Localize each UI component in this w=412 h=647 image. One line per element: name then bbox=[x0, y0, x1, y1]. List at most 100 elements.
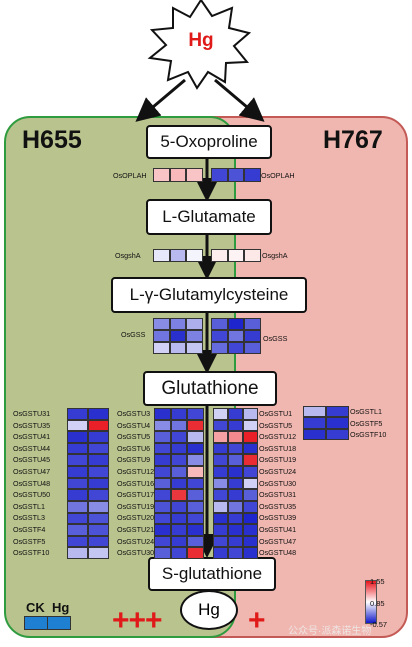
heatmap-cell bbox=[170, 489, 188, 501]
heatmap-cell bbox=[213, 442, 228, 455]
heatmap-cell bbox=[227, 318, 245, 330]
heatmap-cell bbox=[169, 330, 187, 342]
gene-name: OsGSTU19 bbox=[259, 455, 297, 465]
heatmap-cell bbox=[243, 524, 258, 536]
heatmap-cell bbox=[243, 512, 258, 525]
gene-name: OsGSTU12 bbox=[259, 432, 297, 442]
heatmap-cell bbox=[169, 318, 187, 330]
heatmap-cell bbox=[243, 500, 258, 513]
heatmap-cell bbox=[67, 454, 88, 467]
heatmap-cell bbox=[88, 419, 109, 432]
gene-name: OsGSTU39 bbox=[259, 513, 297, 523]
heatmap-cell bbox=[213, 547, 228, 559]
gene-name: OsGSTU30 bbox=[259, 478, 297, 488]
heatmap-cell bbox=[67, 535, 88, 548]
heatmap-cell bbox=[187, 524, 204, 536]
heatmap-cell bbox=[187, 442, 204, 455]
heatmap-gst-right-1 bbox=[213, 408, 258, 559]
scale-max-label: 1.55 bbox=[370, 577, 385, 586]
heatmap-cell bbox=[154, 466, 171, 478]
heatmap-cell bbox=[213, 466, 228, 478]
strain-label-left: H655 bbox=[22, 126, 82, 154]
gene-name: OsGSTL1 bbox=[13, 501, 45, 511]
heatmap-cell bbox=[187, 547, 204, 559]
heatmap-cell bbox=[154, 408, 171, 420]
heatmap-cell bbox=[244, 249, 261, 262]
heatmap-cell bbox=[169, 168, 187, 182]
heatmap-cell bbox=[88, 500, 109, 513]
heatmap-cell bbox=[154, 419, 171, 432]
heatmap-cell bbox=[88, 431, 109, 443]
gene-name: OsGSTU5 bbox=[117, 432, 151, 442]
heatmap-cell bbox=[88, 466, 109, 478]
heatmap-cell bbox=[187, 431, 204, 443]
heatmap-cell bbox=[154, 454, 171, 467]
heatmap-cell bbox=[303, 406, 326, 418]
heatmap-cell bbox=[67, 466, 88, 478]
gene-name: OsGSTU24 bbox=[117, 536, 155, 546]
arrow-hg-right bbox=[214, 78, 265, 122]
heatmap-cell bbox=[67, 442, 88, 455]
heatmap-cell bbox=[228, 535, 243, 548]
heatmap-cell bbox=[187, 419, 204, 432]
hg-starburst bbox=[147, 0, 252, 90]
heatmap-cell bbox=[187, 454, 204, 467]
heatmap-cell bbox=[153, 168, 170, 182]
heatmap-cell bbox=[187, 512, 204, 525]
legend-ck-label: CK bbox=[26, 600, 45, 615]
heatmap-cell bbox=[228, 419, 243, 432]
heatmap-cell bbox=[153, 330, 170, 342]
gene-name: OsGSTU6 bbox=[117, 443, 151, 453]
metabolite-5-oxoproline: 5-Oxoproline bbox=[146, 125, 272, 159]
heatmap-cell bbox=[67, 500, 88, 513]
gene-name: OsGSTF10 bbox=[350, 430, 387, 440]
heatmap-cell bbox=[187, 466, 204, 478]
gene-name: OsGSTU47 bbox=[13, 466, 51, 476]
gene-name: OsGSTU44 bbox=[13, 443, 51, 453]
heatmap-cell bbox=[88, 442, 109, 455]
heatmap-oplah-left bbox=[153, 168, 203, 182]
heatmap-cell bbox=[228, 512, 243, 525]
gene-name: OsGSTU17 bbox=[117, 490, 155, 500]
heatmap-cell bbox=[213, 431, 228, 443]
heatmap-cell bbox=[213, 489, 228, 501]
heatmap-cell bbox=[67, 431, 88, 443]
gene-name: OsGSTU35 bbox=[13, 420, 51, 430]
heatmap-cell bbox=[228, 500, 243, 513]
heatmap-cell bbox=[154, 431, 171, 443]
heatmap-cell bbox=[186, 342, 203, 354]
heatmap-cell bbox=[211, 249, 228, 262]
heatmap-cell bbox=[88, 489, 109, 501]
gene-label-gss-left: OsGSS bbox=[121, 330, 146, 339]
gene-name: OsGSTU5 bbox=[259, 420, 293, 430]
heatmap-cell bbox=[228, 408, 243, 420]
heatmap-cell bbox=[213, 535, 228, 548]
gene-name: OsGSTU31 bbox=[259, 490, 297, 500]
heatmap-cell bbox=[326, 406, 349, 418]
heatmap-cell bbox=[187, 535, 204, 548]
gene-name: OsGSTU50 bbox=[13, 490, 51, 500]
heatmap-cell bbox=[169, 342, 187, 354]
stressor-label: Hg bbox=[188, 30, 214, 51]
heatmap-cell bbox=[243, 466, 258, 478]
gene-name: OsGSTU3 bbox=[117, 409, 151, 418]
heatmap-cell bbox=[154, 512, 171, 525]
heatmap-cell bbox=[170, 431, 188, 443]
heatmap-cell bbox=[170, 524, 188, 536]
heatmap-cell bbox=[243, 431, 258, 443]
heatmap-cell bbox=[170, 512, 188, 525]
legend-hg-swatch bbox=[47, 616, 71, 630]
heatmap-cell bbox=[213, 454, 228, 467]
heatmap-gsha-right bbox=[211, 249, 261, 262]
heatmap-cell bbox=[228, 524, 243, 536]
heatmap-cell bbox=[243, 442, 258, 455]
metabolite-glutamylcysteine: L-γ-Glutamylcysteine bbox=[111, 277, 307, 313]
heatmap-cell bbox=[154, 535, 171, 548]
heatmap-cell bbox=[228, 454, 243, 467]
gene-name: OsGSTU21 bbox=[117, 524, 155, 534]
heatmap-cell bbox=[67, 408, 88, 420]
gene-name: OsGSTL3 bbox=[13, 513, 45, 523]
